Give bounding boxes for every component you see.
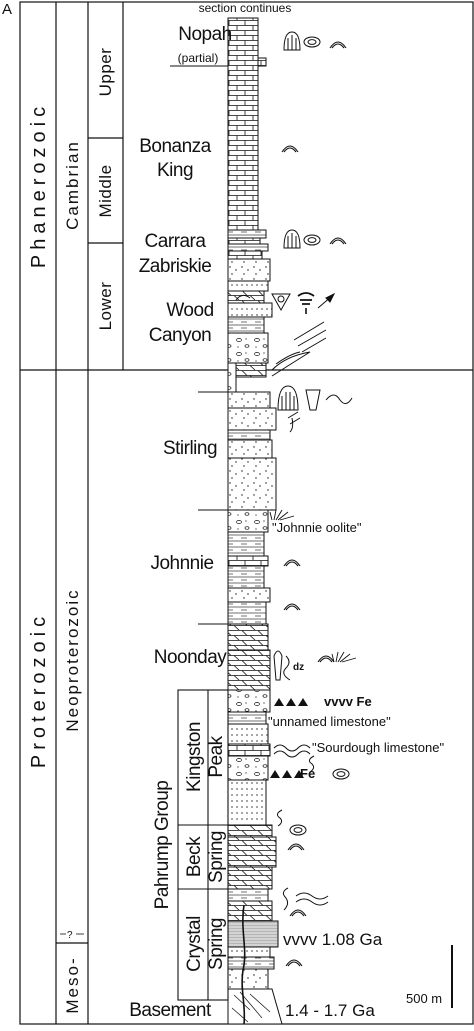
age-basement: 1.4 - 1.7 Ga bbox=[285, 1001, 375, 1020]
oncoid-icons bbox=[289, 36, 350, 836]
stromatolite-icons bbox=[281, 41, 347, 967]
formation-beck-line1: Beck bbox=[184, 836, 205, 877]
formation-kingston-line2: Peak bbox=[206, 735, 227, 777]
formation-carrara: Carrara bbox=[145, 231, 207, 252]
formation-wood-canyon-line2: Canyon bbox=[149, 325, 212, 346]
formation-bonanza-line2: King bbox=[157, 160, 193, 181]
epoch-label-middle: Middle bbox=[96, 164, 115, 217]
pahrump-group-bracket bbox=[177, 689, 229, 1001]
note-dz: dz bbox=[293, 662, 304, 673]
eon-label-proterozoic: Proterozoic bbox=[28, 612, 50, 768]
unit-label-basement: Basement bbox=[129, 1000, 212, 1021]
note-fe-upper: vvvv Fe bbox=[324, 694, 372, 709]
section-continues-note: section continues bbox=[199, 1, 292, 15]
diamictite-triangle-icons bbox=[270, 698, 308, 778]
formation-crystal-line2: Spring bbox=[206, 918, 227, 970]
scale-bar-label: 500 m bbox=[406, 991, 442, 1006]
ooid-fan-icons bbox=[269, 509, 357, 663]
lithologic-column bbox=[227, 17, 283, 1025]
columnar-fossil-icons bbox=[283, 31, 301, 249]
era-label-meso: Meso- bbox=[63, 956, 82, 1013]
formation-stirling: Stirling bbox=[163, 438, 217, 459]
formation-crystal-line1: Crystal bbox=[184, 916, 205, 972]
note-johnnie-oolite: "Johnnie oolite" bbox=[272, 520, 362, 535]
boundary-query-mark: ? bbox=[67, 930, 73, 941]
epoch-label-upper: Upper bbox=[96, 48, 115, 97]
formation-zabriskie: Zabriskie bbox=[139, 256, 212, 277]
wood-canyon-fossil-icons bbox=[235, 292, 336, 314]
epoch-label-lower: Lower bbox=[96, 282, 115, 331]
noonday-fossil-icons bbox=[273, 650, 291, 681]
formation-boundary-ticks bbox=[170, 65, 228, 625]
formation-beck-line2: Spring bbox=[206, 831, 227, 883]
formation-wood-canyon-line1: Wood bbox=[166, 300, 213, 321]
trace-fossil-icons bbox=[271, 321, 327, 377]
era-label-cambrian: Cambrian bbox=[63, 140, 82, 230]
formation-nopah-partial: (partial) bbox=[178, 51, 219, 65]
panel-label: A bbox=[2, 1, 12, 18]
formation-noonday: Noonday bbox=[154, 647, 228, 668]
formation-bonanza-line1: Bonanza bbox=[139, 136, 211, 157]
note-fe-lower: Fe bbox=[300, 766, 315, 781]
formation-nopah: Nopah bbox=[178, 24, 232, 45]
group-label-pahrump: Pahrump Group bbox=[152, 781, 173, 910]
wavy-lamination-icons bbox=[273, 744, 329, 911]
era-label-neoproterozoic: Neoproterozoic bbox=[63, 588, 82, 731]
note-sourdough-limestone: "Sourdough limestone" bbox=[312, 740, 444, 755]
age-1-08-ga: vvvv 1.08 Ga bbox=[283, 930, 383, 949]
stirling-fossil-icons bbox=[277, 385, 353, 433]
formation-johnnie: Johnnie bbox=[150, 553, 213, 574]
note-unnamed-limestone: "unnamed limestone" bbox=[268, 714, 391, 729]
eon-label-phanerozoic: Phanerozoic bbox=[28, 102, 50, 268]
formation-kingston-line1: Kingston bbox=[184, 722, 205, 792]
